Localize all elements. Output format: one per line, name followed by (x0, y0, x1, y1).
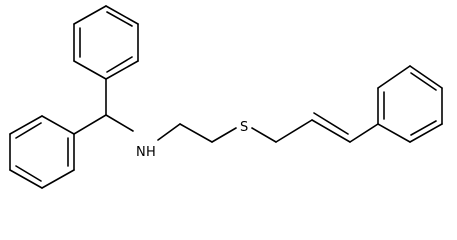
nitrogen-atom-label: N (136, 145, 146, 160)
bond (41, 115, 75, 135)
bond (377, 65, 411, 89)
double-bond-inner (313, 112, 349, 135)
double-bond-inner (410, 120, 437, 136)
lower-phenyl-ring (9, 115, 75, 189)
bond (73, 114, 107, 135)
bond (9, 115, 43, 135)
nitrogen-hydrogen-label: H (146, 145, 156, 160)
bond (349, 123, 379, 143)
bond (41, 169, 75, 189)
bond (73, 60, 107, 80)
double-bond-inner (106, 11, 133, 27)
right-phenyl-ring (377, 65, 443, 143)
bond (409, 65, 443, 89)
bond (179, 123, 213, 143)
molecule-diagram: N H S (9, 5, 443, 189)
double-bond-inner (15, 122, 42, 139)
bond (211, 127, 237, 143)
structure-canvas: N H S (9, 5, 443, 189)
double-bond-inner (410, 72, 437, 91)
bond (73, 5, 107, 25)
sulfur-atom-label: S (240, 120, 248, 135)
double-bond-inner (15, 165, 42, 182)
bond (105, 5, 139, 25)
bond (377, 123, 411, 143)
upper-phenyl-ring (73, 5, 139, 80)
bond (409, 123, 443, 143)
double-bond-inner (106, 56, 133, 73)
bond (275, 119, 313, 143)
bond (9, 169, 43, 189)
bond (105, 60, 139, 80)
bond (105, 114, 134, 132)
bond (251, 127, 277, 143)
bond (157, 123, 181, 141)
bond (311, 119, 351, 143)
